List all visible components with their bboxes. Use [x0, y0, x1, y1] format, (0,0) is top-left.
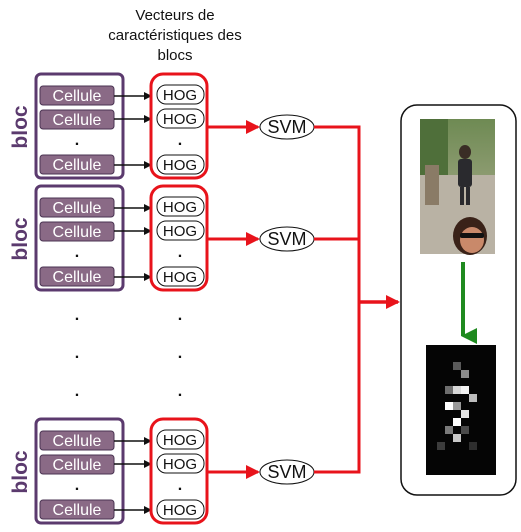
saliency-cell [453, 402, 461, 410]
hog-box [156, 108, 205, 129]
cell-ellipsis: . [75, 477, 79, 494]
hog-ellipsis: . [178, 244, 182, 261]
svm-label: SVM [267, 462, 306, 482]
svm-label: SVM [267, 229, 306, 249]
cell-ellipsis: . [75, 132, 79, 149]
hog-box [156, 429, 205, 450]
output-panel [400, 104, 517, 496]
hog-box [156, 84, 205, 105]
bloc-group-2: bloc Cellule Cellule . Cellule HOG HOG .… [9, 184, 315, 292]
photo-person-head [459, 145, 471, 159]
photo-person-leg [460, 187, 464, 205]
hog-label: HOG [163, 223, 197, 240]
cell-label: Cellule [53, 112, 102, 129]
cell-label: Cellule [53, 200, 102, 217]
saliency-cell [461, 370, 469, 378]
photo-person-body [458, 159, 472, 187]
bloc-frame [34, 72, 125, 180]
saliency-cell [461, 410, 469, 418]
saliency-cell [461, 426, 469, 434]
photo-post [425, 165, 439, 205]
hog-label: HOG [163, 199, 197, 216]
photo-sunglasses [460, 233, 484, 238]
ellipsis-dot: . [178, 307, 182, 324]
header-line-1: Vecteurs de [135, 7, 215, 24]
hog-ellipsis: . [178, 132, 182, 149]
cell-label: Cellule [53, 502, 102, 519]
cell-label: Cellule [53, 433, 102, 450]
bloc-group-1: bloc Cellule Cellule . Cellule HOG HOG .… [9, 72, 315, 180]
ellipsis-dot: . [75, 383, 79, 400]
saliency-cell [453, 386, 461, 394]
hog-box [156, 453, 205, 474]
bloc-group-3: bloc Cellule Cellule . Cellule HOG HOG .… [9, 417, 315, 525]
hog-label: HOG [163, 269, 197, 286]
cell-ellipsis: . [75, 244, 79, 261]
header-line-2: caractéristiques des [108, 27, 242, 44]
saliency-map [426, 345, 496, 475]
bloc-label: bloc [9, 450, 32, 493]
saliency-cell [437, 442, 445, 450]
hog-label: HOG [163, 157, 197, 174]
hog-label: HOG [163, 502, 197, 519]
bloc-label: bloc [9, 217, 32, 260]
svm-collector [314, 125, 400, 474]
saliency-cell [445, 402, 453, 410]
hog-box [156, 266, 205, 287]
saliency-cell [453, 418, 461, 426]
ellipsis-dot: . [75, 307, 79, 324]
ellipsis-dot: . [75, 345, 79, 362]
hog-box [156, 196, 205, 217]
saliency-cell [461, 386, 469, 394]
saliency-cell [453, 434, 461, 442]
input-photo [420, 119, 495, 255]
hog-ellipsis: . [178, 477, 182, 494]
hog-label: HOG [163, 456, 197, 473]
cell-label: Cellule [53, 157, 102, 174]
bloc-frame [34, 184, 125, 292]
saliency-cell [469, 394, 477, 402]
bloc-label: bloc [9, 105, 32, 148]
cell-label: Cellule [53, 269, 102, 286]
saliency-cell [469, 442, 477, 450]
cell-label: Cellule [53, 224, 102, 241]
hog-label: HOG [163, 432, 197, 449]
saliency-cell [445, 386, 453, 394]
ellipsis-dot: . [178, 383, 182, 400]
hog-box [156, 220, 205, 241]
cell-label: Cellule [53, 88, 102, 105]
hog-box [156, 154, 205, 175]
header-line-3: blocs [157, 47, 193, 64]
vertical-ellipsis: . . . . . . [75, 307, 182, 400]
ellipsis-dot: . [178, 345, 182, 362]
hog-label: HOG [163, 87, 197, 104]
photo-face [460, 227, 484, 253]
cell-label: Cellule [53, 457, 102, 474]
hog-label: HOG [163, 111, 197, 128]
saliency-cell [445, 426, 453, 434]
svm-label: SVM [267, 117, 306, 137]
bloc-frame [34, 417, 125, 525]
hog-box [156, 499, 205, 520]
saliency-cell [453, 362, 461, 370]
photo-person-leg [466, 187, 470, 205]
